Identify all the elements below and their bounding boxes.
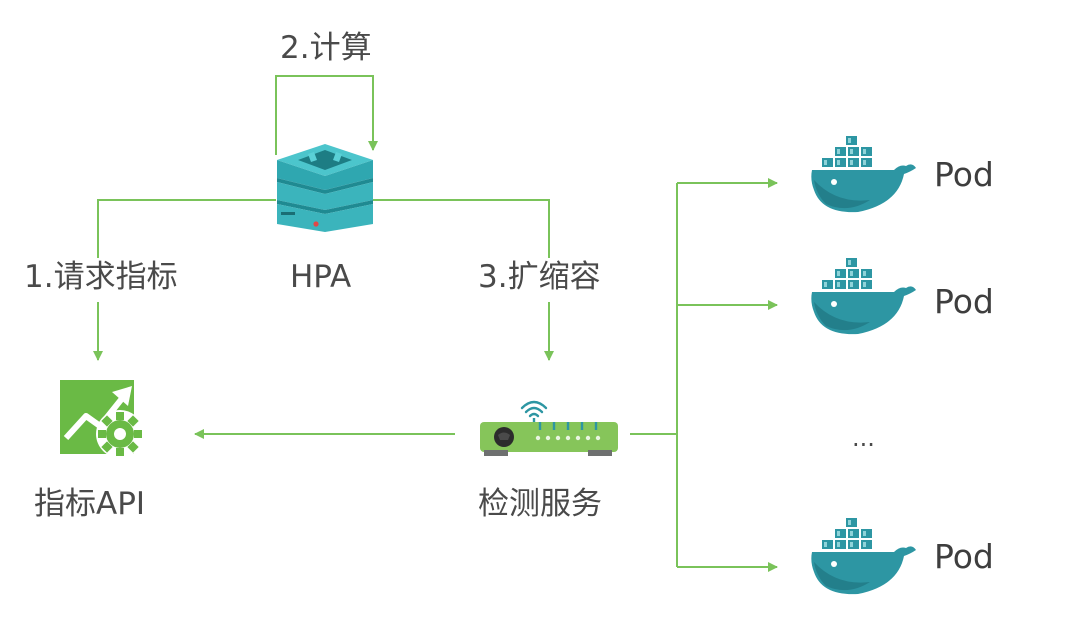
- docker-whale-icon: [811, 518, 916, 595]
- scale-step-label: 3.扩缩容: [478, 259, 601, 295]
- metrics-api-label: 指标API: [34, 486, 146, 522]
- monitor-service-label: 检测服务: [478, 486, 602, 522]
- docker-whale-icon: [811, 136, 916, 213]
- scale-arrow: [373, 199, 549, 360]
- docker-whale-icon: [811, 258, 916, 335]
- pod-label: Pod: [934, 155, 994, 194]
- chart-gear-icon: [60, 380, 144, 458]
- request-metrics-step-label: 1.请求指标: [24, 259, 178, 295]
- hpa-label: HPA: [290, 259, 352, 295]
- compute-step-label: 2.计算: [280, 30, 372, 66]
- ellipsis-label: ...: [852, 424, 875, 452]
- pod-label: Pod: [934, 537, 994, 576]
- pod-label: Pod: [934, 282, 994, 321]
- compute-loop-arrow: [275, 75, 378, 155]
- wifi-router-icon: [480, 400, 618, 456]
- pod-fanout-trunk: [630, 183, 678, 567]
- request-metrics-arrow: [98, 199, 276, 360]
- server-stack-icon: [277, 144, 373, 232]
